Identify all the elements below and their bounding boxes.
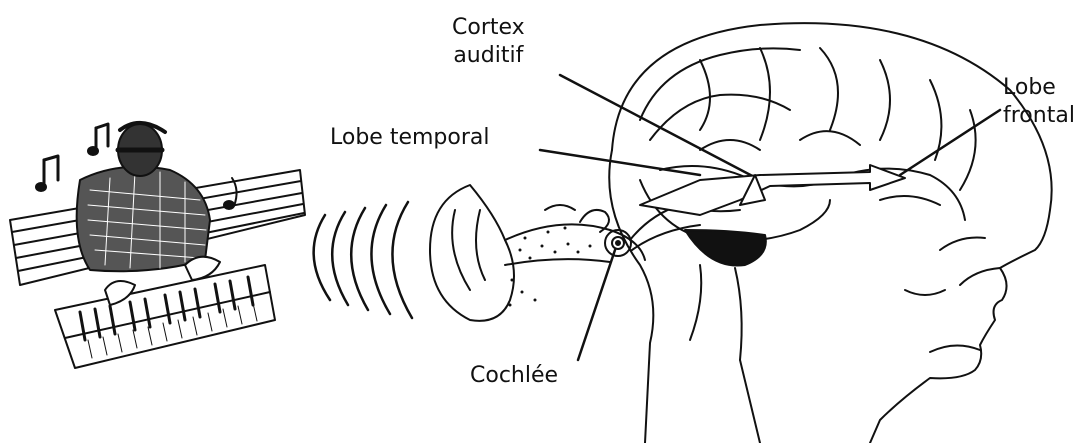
cortex-auditif-label: Cortex auditif <box>452 14 525 70</box>
cortex-label-line2: auditif <box>452 42 525 70</box>
lobe-frontal-line1: Lobe <box>1003 74 1075 102</box>
head-brain-illustration <box>609 23 1051 443</box>
cortex-label-line1: Cortex <box>452 14 525 42</box>
cochlee-label: Cochlée <box>470 362 558 390</box>
lobe-frontal-label: Lobe frontal <box>1003 74 1075 130</box>
sound-wave-icon <box>314 202 412 318</box>
piano-keyboard <box>55 265 275 368</box>
lobe-temporal-label: Lobe temporal <box>330 124 489 152</box>
lobe-frontal-line2: frontal <box>1003 102 1075 130</box>
pianist-illustration <box>10 123 305 368</box>
